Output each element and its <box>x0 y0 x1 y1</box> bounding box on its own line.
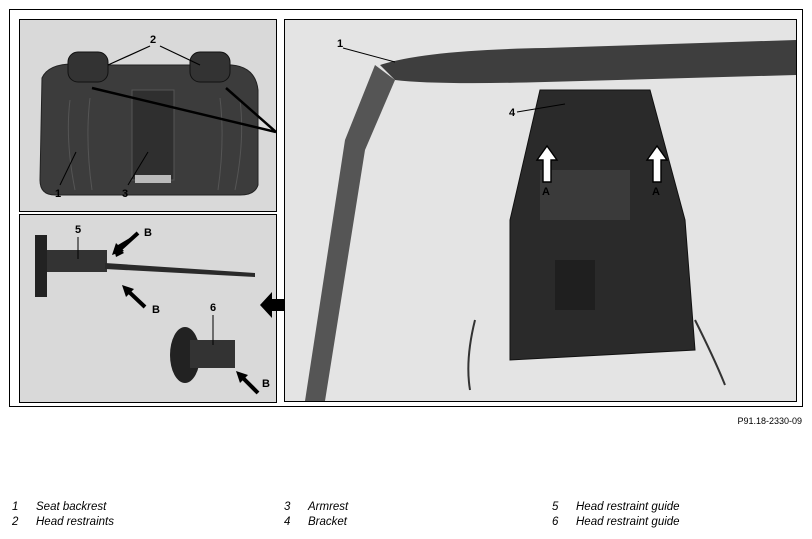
callout-1: 1 <box>55 188 61 200</box>
seat-backrest-illustration: 2 1 3 <box>20 20 276 211</box>
head-restraint-guides-photo: 5 6 B B B <box>19 214 277 403</box>
head-restraint-guides-illustration: 5 6 B B B <box>20 215 276 402</box>
bracket-illustration: 1 4 A A <box>285 20 796 401</box>
callout-5: 5 <box>75 224 81 236</box>
callout-6: 6 <box>210 302 216 314</box>
bracket-photo: 1 4 A A <box>284 19 797 402</box>
arrow-label-b-3: B <box>262 378 270 390</box>
arrow-label-b-1: B <box>144 227 152 239</box>
callout-1-main: 1 <box>337 38 343 50</box>
callout-3: 3 <box>122 188 128 200</box>
arrow-label-b-2: B <box>152 304 160 316</box>
callout-2: 2 <box>150 34 156 46</box>
direction-arrow-icon <box>260 292 284 318</box>
figure-reference: P91.18-2330-09 <box>737 416 802 426</box>
arrow-label-a-1: A <box>542 186 550 198</box>
arrow-label-a-2: A <box>652 186 660 198</box>
figure-frame: 2 1 3 5 6 B <box>9 9 803 407</box>
seat-backrest-photo: 2 1 3 <box>19 19 277 212</box>
callout-4: 4 <box>509 107 516 119</box>
